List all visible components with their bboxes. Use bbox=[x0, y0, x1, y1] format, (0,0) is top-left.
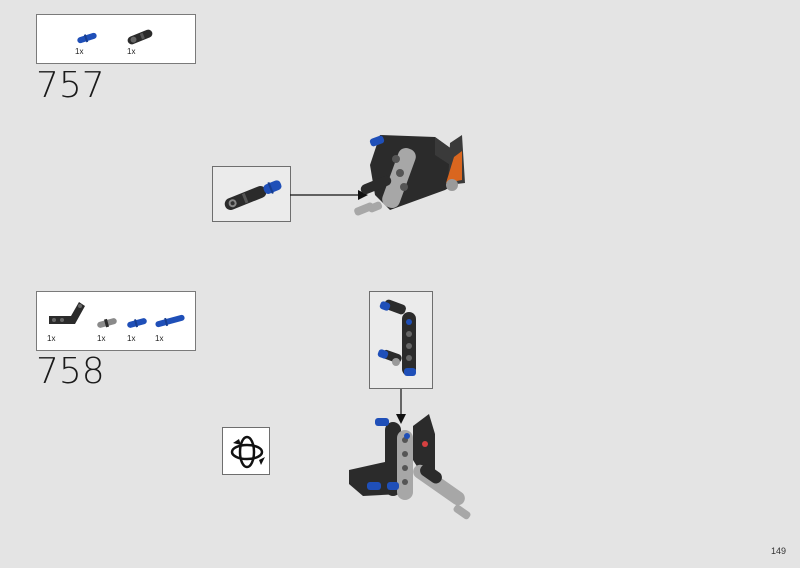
rotate-model-icon bbox=[230, 435, 265, 469]
black-pin-connector-icon bbox=[127, 29, 153, 45]
part-qty: 1x bbox=[75, 47, 84, 56]
rotate-model-box bbox=[222, 427, 270, 475]
step-757-model bbox=[354, 135, 465, 216]
black-angled-beam-icon bbox=[49, 302, 85, 324]
placement-arrow bbox=[396, 389, 406, 424]
gray-pin-icon bbox=[97, 318, 117, 328]
part-qty: 1x bbox=[47, 334, 56, 343]
step-758-parts-list: 1x 1x 1x 1x bbox=[36, 291, 196, 351]
step-number: 758 bbox=[36, 351, 105, 392]
subassembly-callout bbox=[369, 291, 433, 389]
part-qty: 1x bbox=[127, 47, 136, 56]
part-qty: 1x bbox=[127, 334, 136, 343]
blue-axle-pin-icon bbox=[77, 32, 97, 44]
placement-arrow bbox=[290, 190, 368, 200]
subassembly-callout bbox=[212, 166, 291, 222]
blue-long-pin-icon bbox=[155, 314, 185, 328]
pin-connector-assembly-icon bbox=[224, 180, 282, 210]
page-number: 149 bbox=[771, 546, 787, 556]
step-758-model bbox=[349, 414, 471, 520]
beam-with-pins-assembly-icon bbox=[377, 299, 416, 376]
step-757-parts-list: 1x 1x bbox=[36, 14, 196, 64]
blue-pin-icon bbox=[127, 318, 147, 328]
part-qty: 1x bbox=[155, 334, 164, 343]
part-qty: 1x bbox=[97, 334, 106, 343]
step-number: 757 bbox=[36, 65, 105, 106]
